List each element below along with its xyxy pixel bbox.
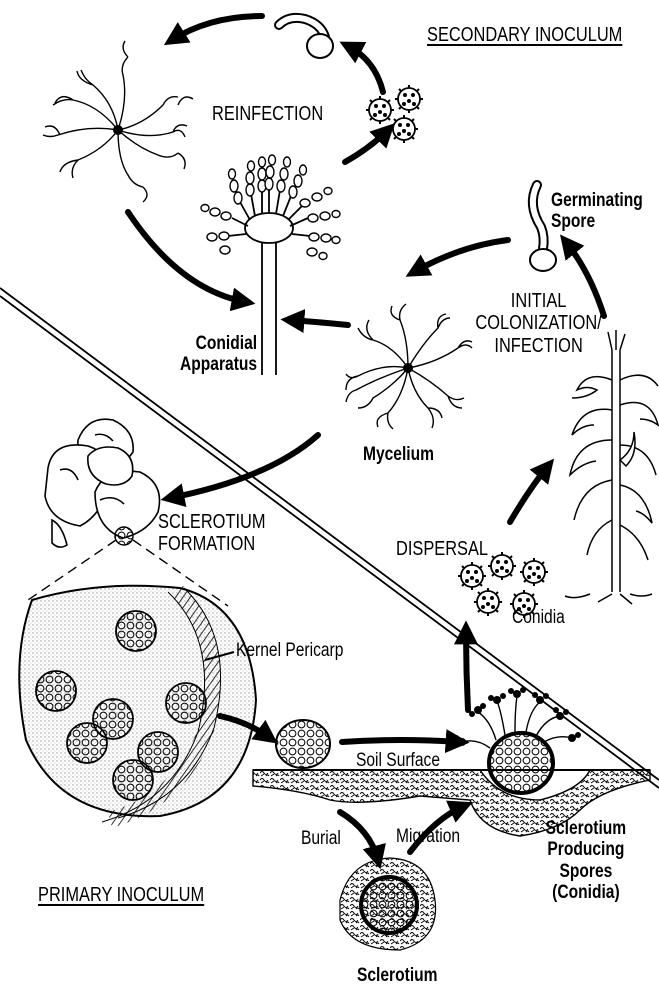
sclerotium-producing-spores-label: Sclerotium Producing Spores (Conidia) — [508, 818, 659, 903]
soil-surface-label: Soil Surface — [356, 750, 440, 771]
migration-label: Migration — [396, 826, 460, 847]
sclerotium-label: Sclerotium — [357, 965, 438, 986]
primary-inoculum-title: PRIMARY INOCULUM — [38, 884, 204, 906]
burial-label: Burial — [301, 828, 341, 849]
